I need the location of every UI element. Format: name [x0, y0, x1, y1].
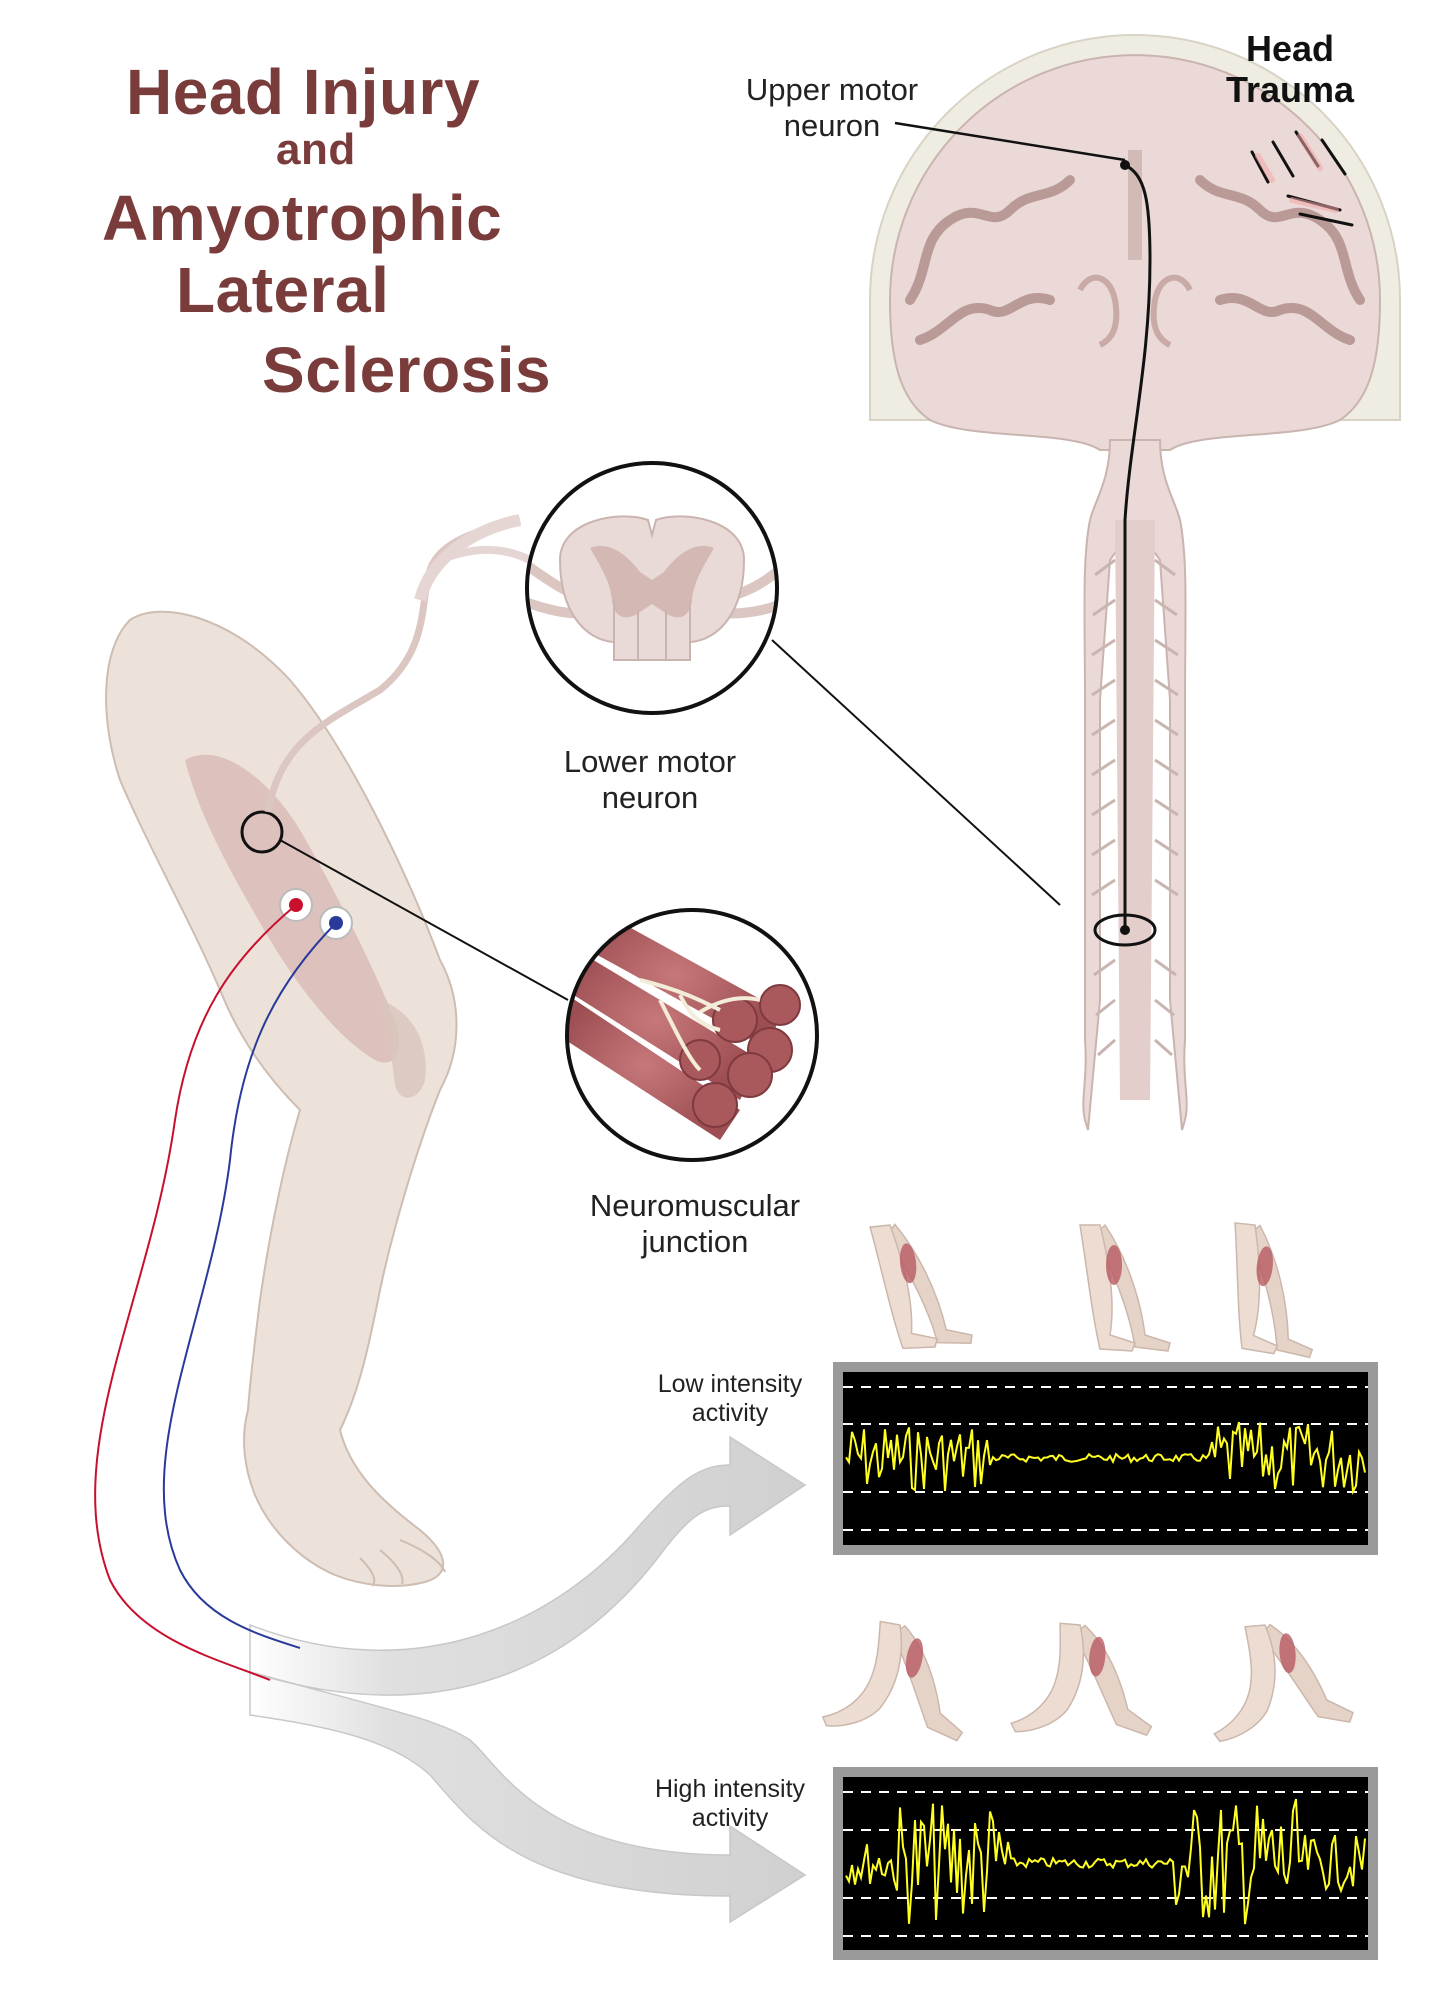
leg-illustration: [94, 610, 458, 1681]
spinal-cord-body: [1115, 520, 1155, 1100]
spinal-cord-inset: [525, 461, 779, 715]
brain-illustration: [869, 34, 1401, 1131]
emg-screen-low: [843, 1372, 1368, 1545]
upper-motor-neuron-path: [1123, 163, 1152, 930]
electrode-wire-red: [94, 904, 297, 1681]
foot-toes: [359, 1539, 446, 1587]
lower-motor-neuron-cell: [1120, 925, 1130, 935]
connector-cord-to-spinal-inset: [771, 639, 1061, 906]
title-line-5: Sclerosis: [262, 334, 552, 406]
title-line-2: and: [276, 125, 356, 174]
gait-leg-figure: [821, 1620, 964, 1742]
gait-leg-figure: [869, 1223, 973, 1350]
neuromuscular-junction-inset: [565, 908, 819, 1162]
gait-leg-figure: [1213, 1623, 1354, 1743]
upper-motor-neuron-cell: [1120, 160, 1130, 170]
impact-glow: [1255, 133, 1339, 213]
upper-neuron-leader-line: [894, 121, 1126, 162]
title-line-3: Amyotrophic: [102, 182, 503, 254]
muscle-fiber-bundle: [567, 910, 801, 1140]
gait-figures-low: [869, 1222, 1314, 1359]
signal-arrows: [249, 1435, 807, 1924]
gait-leg-figure: [1234, 1222, 1314, 1359]
gait-figures-high: [821, 1620, 1354, 1743]
emg-panel-high: [833, 1767, 1378, 1960]
title-line-1: Head Injury: [126, 56, 481, 128]
gait-leg-figure: [1010, 1622, 1153, 1737]
arrow-to-high-emg: [249, 1671, 807, 1924]
emg-panel-low: [833, 1362, 1378, 1555]
emg-trace-high: [845, 1798, 1366, 1925]
recording-site-circle: [240, 810, 284, 854]
gait-leg-figure: [1079, 1223, 1171, 1352]
knee-tendon: [380, 1000, 426, 1098]
ventricles: [1077, 274, 1193, 348]
spinal-gray-matter: [590, 545, 714, 618]
electrode-wire-blue: [162, 922, 337, 1649]
arrow-to-low-emg: [249, 1435, 807, 1696]
emg-trace-low: [845, 1421, 1366, 1496]
spinal-nerve-roots: [1091, 558, 1179, 1057]
nerve-terminals: [639, 978, 761, 1072]
brain-gyri: [905, 175, 1365, 345]
peripheral-nerve: [264, 514, 532, 813]
title-line-4: Lateral: [176, 254, 390, 326]
emg-gridlines-low: [843, 1386, 1368, 1531]
spinal-level-ellipse: [1093, 913, 1157, 947]
leg-outline: [105, 610, 458, 1587]
connector-leg-to-nmj: [279, 839, 569, 1001]
